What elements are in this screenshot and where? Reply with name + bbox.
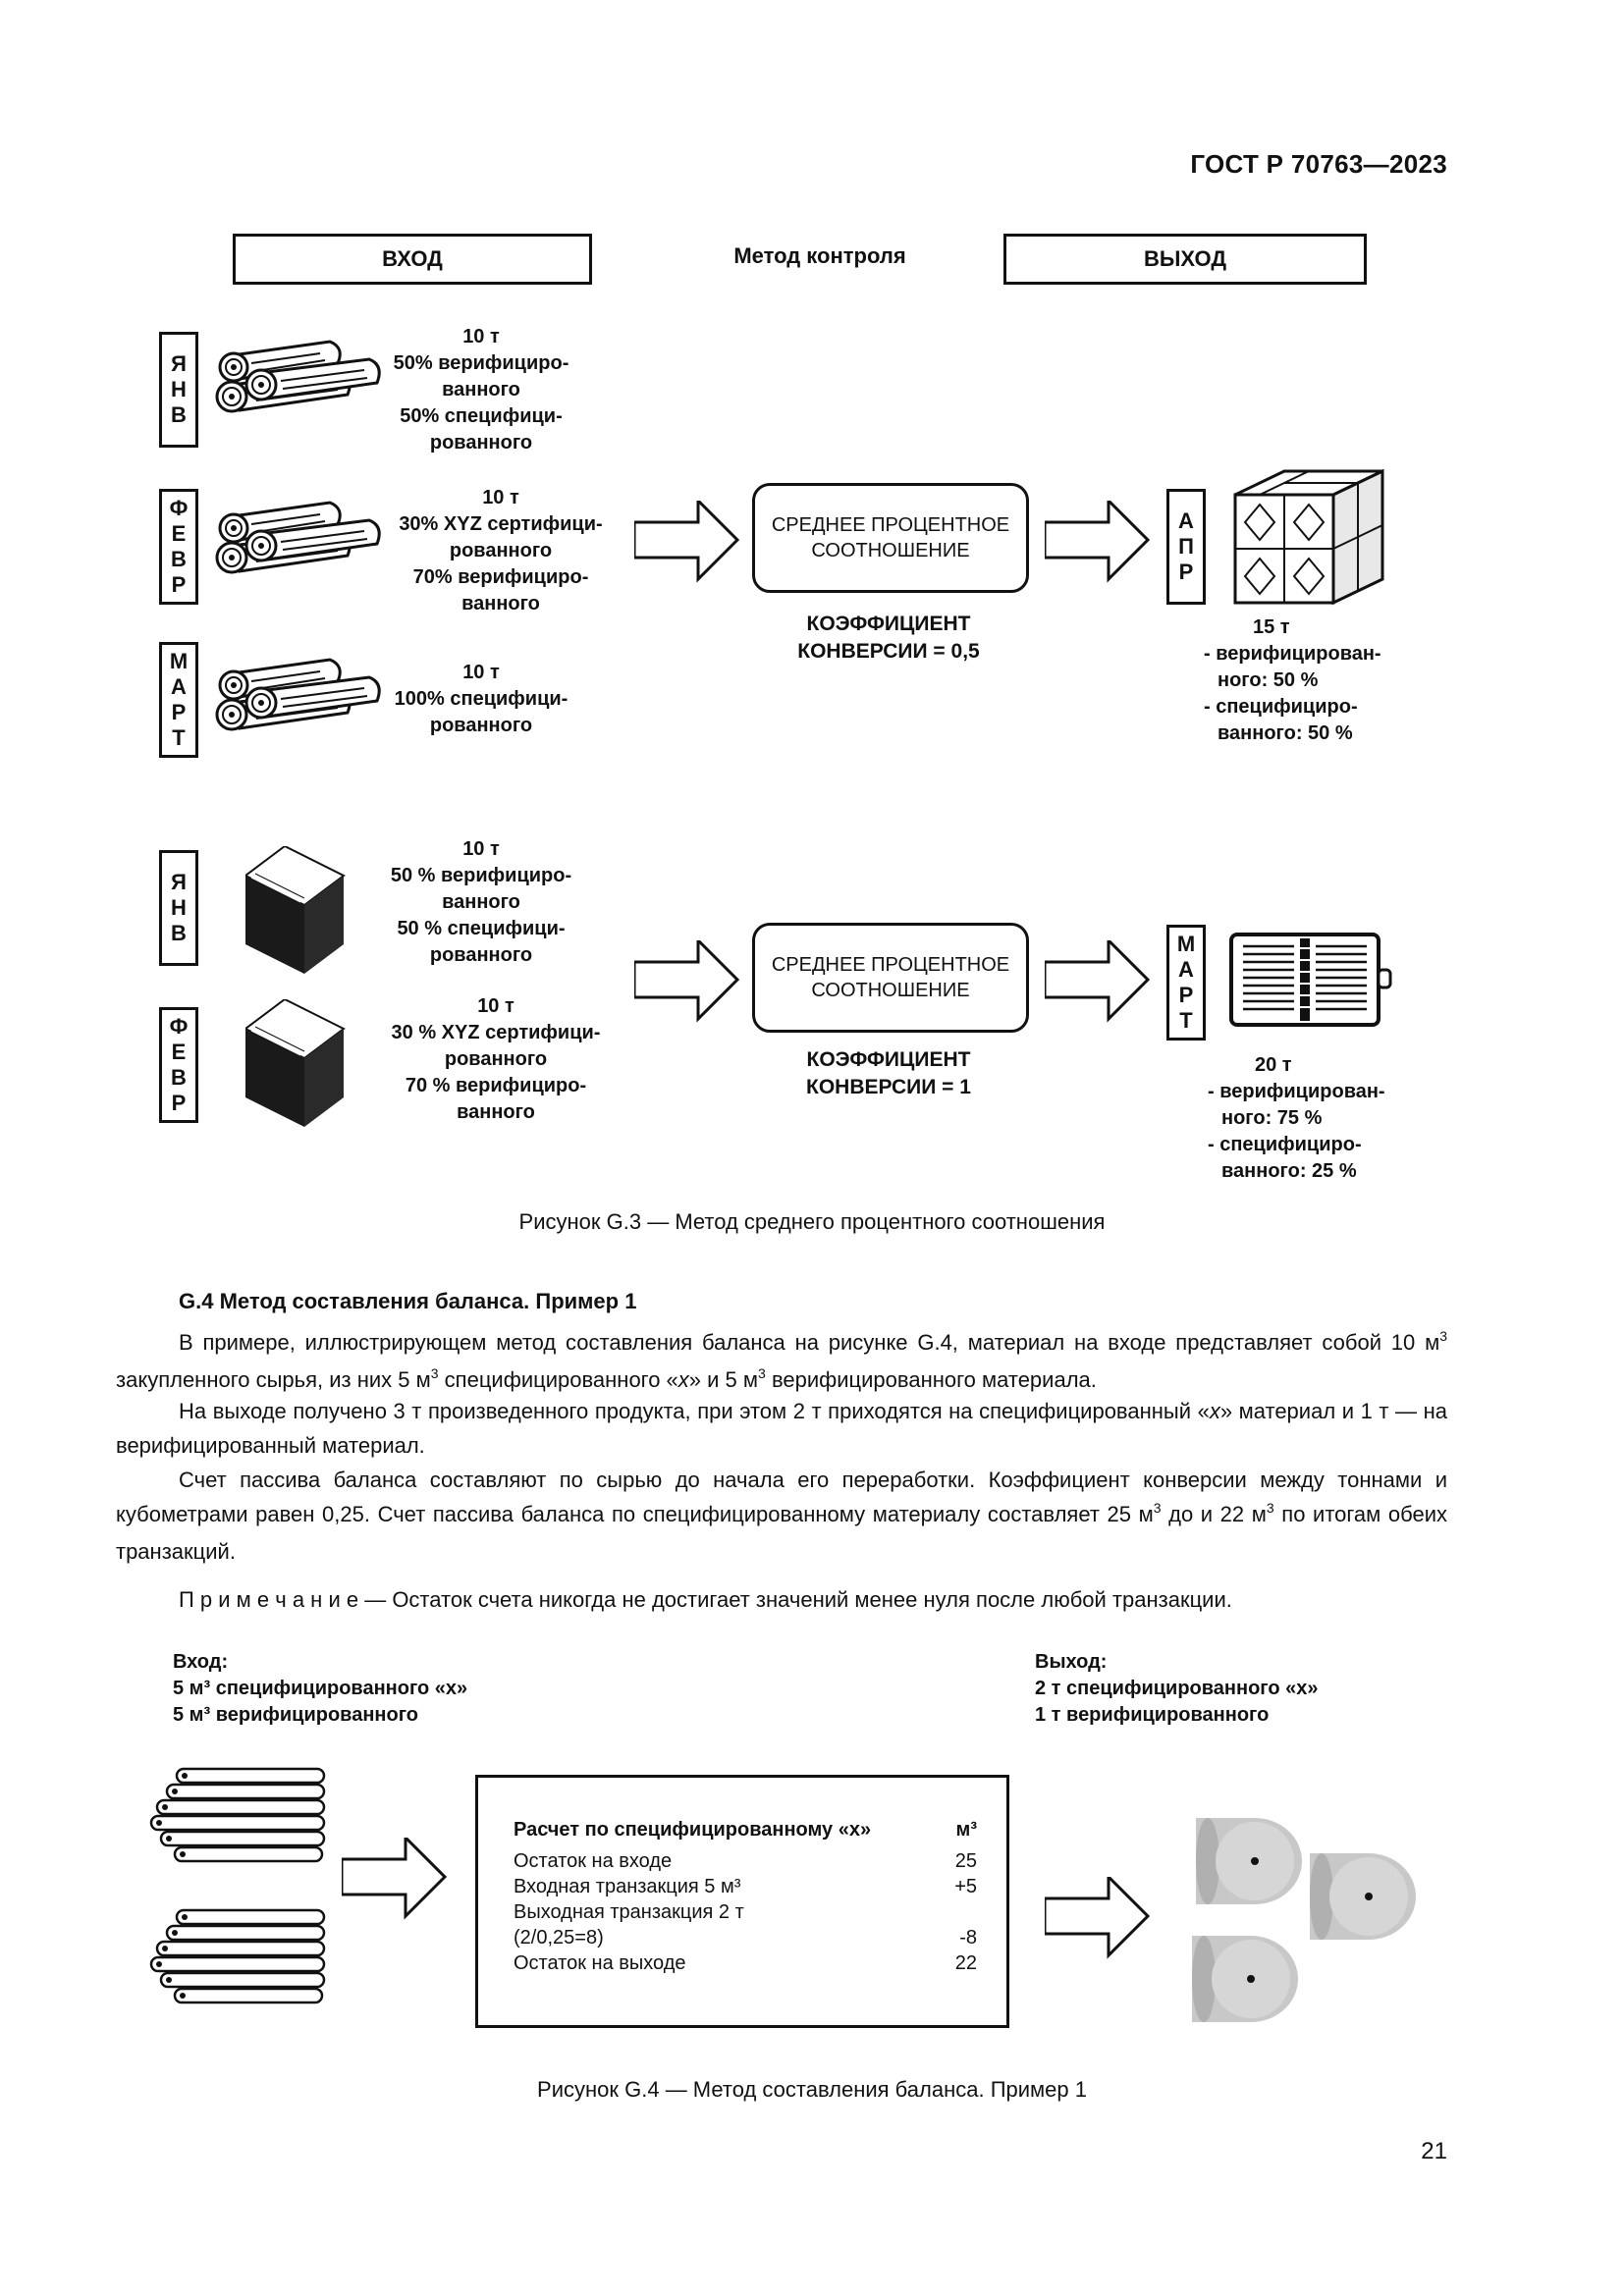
paper-stack-icon — [245, 999, 345, 1128]
fig4-output-label: Выход: 2 т специфицированного «x» 1 т ве… — [1035, 1651, 1319, 1726]
calc-row: (2/0,25=8)-8 — [514, 1927, 977, 1949]
book-icon — [1229, 933, 1392, 1027]
paper-roll-icon — [1310, 1853, 1416, 1940]
calc-row: Входная транзакция 5 м³+5 — [514, 1876, 977, 1897]
paragraph-2: На выходе получено 3 т произведенного пр… — [116, 1399, 1447, 1458]
calc-header: Расчет по специфицированному «x»м³ — [514, 1819, 977, 1841]
paper-roll-icon — [1192, 1936, 1298, 2022]
right-arrow-icon — [1045, 501, 1150, 581]
figure-g3-caption: Рисунок G.3 — Метод среднего процентного… — [518, 1209, 1106, 1234]
method-header: Метод контроля — [733, 243, 906, 268]
paragraph-3: Счет пассива баланса составляют по сырью… — [116, 1468, 1447, 1564]
right-arrow-icon — [634, 501, 739, 581]
right-arrow-icon — [1045, 1877, 1150, 1957]
output-text-bottom: 20 т - верифицирован- ного: 75 % - специ… — [1208, 1054, 1385, 1182]
note: П р и м е ч а н и е — Остаток счета нико… — [179, 1587, 1232, 1612]
output-text-top: 15 т - верифицирован- ного: 50 % - специ… — [1204, 616, 1381, 744]
right-arrow-icon — [1045, 940, 1150, 1021]
paper-roll-icon — [1196, 1818, 1302, 1904]
right-arrow-icon — [634, 940, 739, 1021]
pipes-icon — [149, 1908, 326, 2004]
boxes-stack-icon — [1233, 468, 1384, 606]
logs-icon — [215, 340, 381, 413]
output-header-box: ВЫХОД — [1003, 234, 1367, 285]
calculation-box: Расчет по специфицированному «x»м³ Остат… — [475, 1775, 1009, 2028]
logs-icon — [215, 658, 381, 731]
right-arrow-icon — [342, 1838, 447, 1918]
figure-g4-caption: Рисунок G.4 — Метод составления баланса.… — [537, 2077, 1087, 2102]
logs-icon — [215, 501, 381, 574]
paper-stack-icon — [245, 846, 345, 975]
section-heading: G.4 Метод составления баланса. Пример 1 — [179, 1289, 637, 1313]
input-header-box: ВХОД — [233, 234, 592, 285]
fig4-input-label: Вход: 5 м³ специфицированного «x» 5 м³ в… — [173, 1651, 468, 1726]
page-number: 21 — [1421, 2138, 1447, 2164]
pipes-icon — [149, 1767, 326, 1863]
calc-row: Выходная транзакция 2 т — [514, 1901, 744, 1923]
document-number: ГОСТ Р 70763—2023 — [1190, 149, 1447, 179]
paragraph-1: В примере, иллюстрирующем метод составле… — [116, 1328, 1447, 1392]
